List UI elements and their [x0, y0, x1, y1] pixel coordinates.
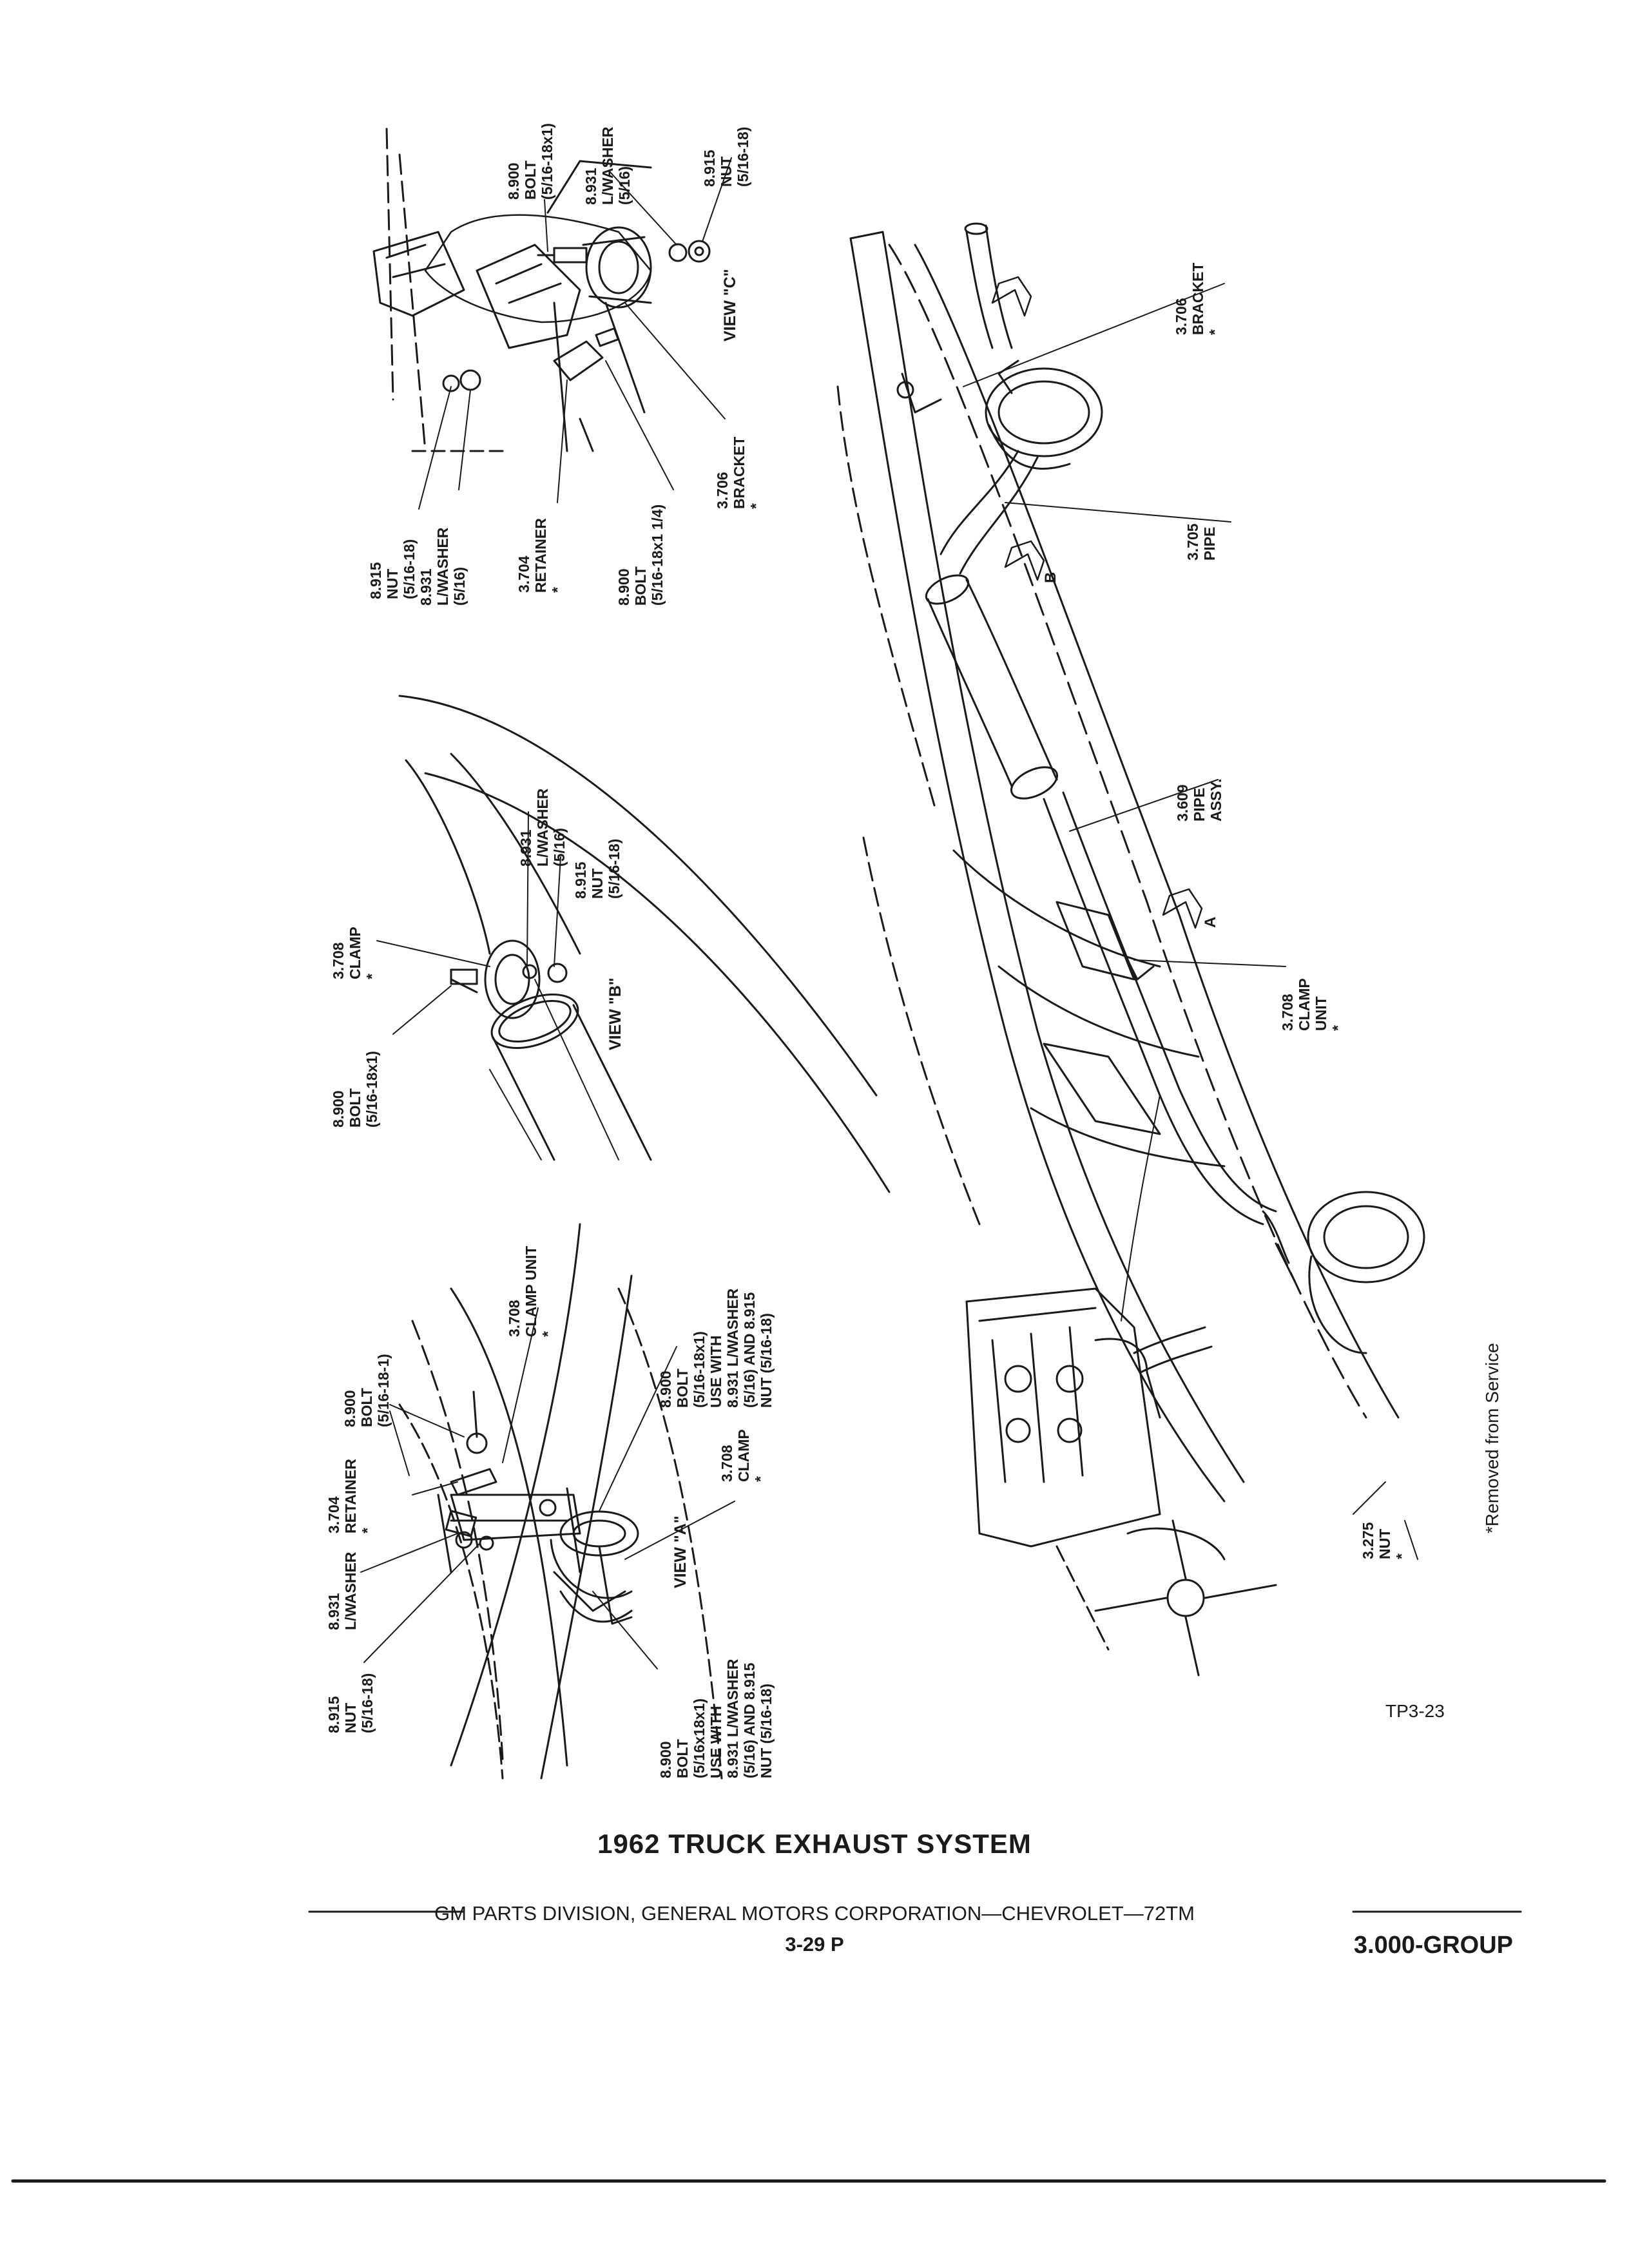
view-c-nut-left-label: 8.915 NUT (5/16-18) — [367, 539, 418, 599]
view-c-nut-label: 8.915 NUT (5/16-18) — [701, 126, 751, 187]
view-a-nut-label: 8.915 NUT (5/16-18) — [325, 1673, 376, 1733]
figure-code: TP3-23 — [1385, 1701, 1445, 1721]
view-c-leaders — [418, 157, 732, 510]
view-a-bolt-upper-label: 8.900 BOLT (5/16-18-1) — [342, 1354, 392, 1427]
main-leaders — [963, 283, 1418, 1560]
view-a-retainer-label: 3.704 RETAINER * — [325, 1459, 376, 1533]
view-a-lock-washer-label: 8.931 L/WASHER — [325, 1552, 359, 1630]
footer-rules — [11, 1910, 1606, 2183]
main-clamp-unit-label: 3.708 CLAMP UNIT * — [1279, 978, 1346, 1031]
view-c-lock-washer-label: 8.931 L/WASHER (5/16) — [583, 126, 633, 205]
main-pipe-label: 3.705 PIPE — [1184, 523, 1218, 561]
view-a-bolt-lower-label: 8.900 BOLT (5/16x18x1) USE WITH 8.931 L/… — [657, 1658, 775, 1778]
view-c-bracket-label: 3.706 BRACKET * — [714, 436, 764, 509]
view-b-nut-label: 8.915 NUT (5/16-18) — [572, 838, 622, 899]
main-pipe-assy-label: 3.609 PIPE ASSY. — [1174, 778, 1224, 822]
main-bracket-label: 3.706 BRACKET * — [1173, 262, 1223, 335]
view-c-retainer-label: 3.704 RETAINER * — [516, 518, 566, 593]
removed-from-service-note: *Removed from Service — [1482, 1343, 1502, 1533]
view-a-clamp-unit-label: 3.708 CLAMP UNIT * — [506, 1245, 556, 1337]
view-b-drawing — [398, 695, 891, 1193]
main-nut-label: 3.275 NUT * — [1360, 1522, 1410, 1559]
view-c-title: VIEW "C" — [721, 269, 739, 341]
view-b-lock-washer-label: 8.931 L/WASHER (5/16) — [517, 788, 568, 867]
page-number: 3-29 P — [785, 1933, 844, 1956]
publisher-footer: GM PARTS DIVISION, GENERAL MOTORS CORPOR… — [434, 1902, 1195, 1925]
view-b-bolt-label: 8.900 BOLT (5/16-18x1) — [330, 1051, 380, 1128]
view-a-leaders — [360, 1307, 735, 1669]
view-a-clamp-label: 3.708 CLAMP * — [718, 1429, 769, 1482]
view-a-marker: A — [1202, 916, 1219, 928]
view-b-title: VIEW "B" — [606, 977, 624, 1050]
view-c-bolt-label: 8.900 BOLT (5/16-18x1) — [505, 123, 555, 200]
view-b-marker: B — [1042, 572, 1059, 583]
view-b-leaders — [376, 811, 561, 1035]
view-a-bolt-mid-label: 8.900 BOLT (5/16-18x1) USE WITH 8.931 L/… — [657, 1288, 775, 1408]
view-c-drawing — [372, 128, 711, 452]
view-c-bolt-lower-label: 8.900 BOLT (5/16-18x1 1/4) — [615, 504, 666, 606]
group-code: 3.000-GROUP — [1353, 1932, 1513, 1959]
page-title: 1962 TRUCK EXHAUST SYSTEM — [597, 1829, 1032, 1859]
view-c-lock-washer-left-label: 8.931 L/WASHER (5/16) — [418, 527, 468, 606]
view-a-title: VIEW "A" — [671, 1515, 689, 1588]
main-exhaust-drawing — [836, 222, 1425, 1677]
view-b-clamp-label: 3.708 CLAMP * — [330, 927, 380, 979]
